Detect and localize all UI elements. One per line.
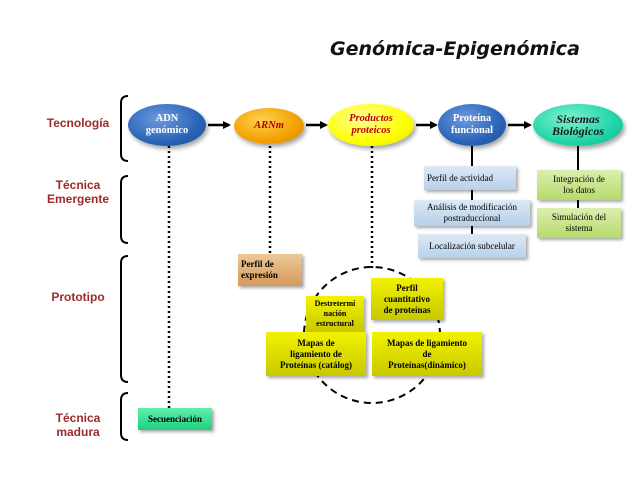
- node-productos-proteicos: Productos proteicos: [328, 104, 414, 146]
- diagram-title: Genómica-Epigenómica: [330, 38, 580, 60]
- box-simulacion-sistema: Simulación del sistema: [537, 208, 621, 238]
- row-label-tecnologia: Tecnología: [46, 116, 110, 130]
- box-perfil-cuantitativo: Perfil cuantitativo de proteínas: [371, 278, 443, 320]
- box-destreterminacion-estructural: Destretermi nación estructural: [306, 296, 364, 332]
- box-localizacion-subcelular: Localización subcelular: [418, 234, 526, 258]
- box-perfil-actividad: Perfil de actividad: [424, 166, 516, 190]
- brace-tecnologia: [120, 95, 129, 162]
- row-label-tecnica-emergente: Técnica Emergente: [46, 178, 110, 206]
- box-analisis-modificacion: Análisis de modificación postraduccional: [414, 200, 530, 226]
- node-proteina-funcional: Proteína funcional: [438, 104, 506, 146]
- box-integracion-datos: Integración de los datos: [537, 170, 621, 200]
- node-arnm: ARNm: [234, 108, 304, 144]
- brace-tecnica-emergente: [120, 175, 129, 244]
- node-sistemas-biologicos: Sistemas Biológicos: [533, 104, 623, 146]
- box-perfil-expresion: Perfil de expresión: [238, 254, 302, 286]
- box-secuenciacion: Secuenciación: [138, 408, 212, 430]
- box-mapas-ligamiento-catalogo: Mapas de ligamiento de Proteínas (catálo…: [266, 332, 366, 376]
- row-label-prototipo: Prototipo: [51, 290, 105, 304]
- node-adn-genomico: ADN genómico: [128, 104, 206, 146]
- brace-tecnica-madura: [120, 392, 129, 441]
- brace-prototipo: [120, 255, 129, 383]
- box-mapas-ligamiento-dinamico: Mapas de ligamiento de Proteínas(dinámic…: [372, 332, 482, 376]
- row-label-tecnica-madura: Técnica madura: [55, 411, 101, 439]
